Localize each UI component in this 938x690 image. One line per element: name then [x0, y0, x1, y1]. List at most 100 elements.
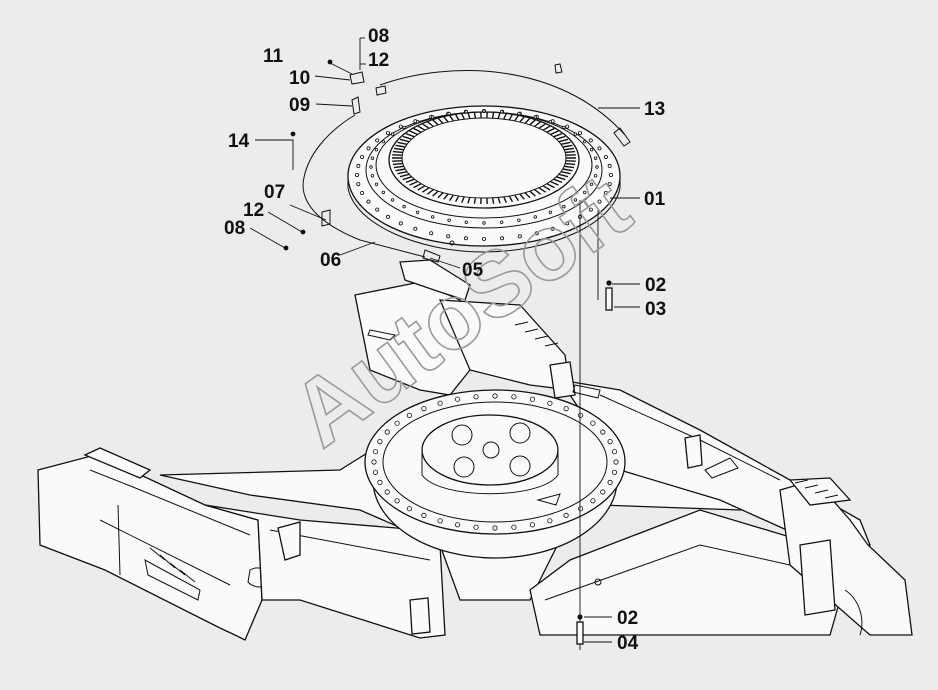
bolt-hole: [390, 132, 395, 136]
slewing-ring-bolt-holes: [354, 109, 614, 241]
bolt-hole: [377, 479, 383, 485]
bolt-hole: [415, 210, 420, 214]
bolt-hole: [482, 221, 486, 225]
bolt-hole: [447, 218, 451, 222]
bolt-hole: [375, 207, 380, 212]
bolt-hole: [573, 132, 578, 136]
lower-ring-bolt-holes: [371, 393, 619, 531]
bolt-hole: [517, 111, 521, 116]
bolt-hole: [589, 147, 594, 152]
bolt-hole: [547, 400, 553, 406]
bolt-hole: [370, 156, 375, 160]
bolt-hole: [593, 174, 598, 178]
bolt-hole: [481, 236, 486, 241]
bolt-hole: [565, 124, 570, 129]
bolt-hole: [429, 231, 434, 236]
bolt-hole: [356, 163, 361, 168]
bolt-hole: [398, 124, 403, 129]
bolt-hole: [454, 522, 461, 528]
bolt-hole: [607, 182, 612, 187]
bolt-hole: [611, 449, 618, 455]
bolt-hole: [482, 109, 486, 113]
bolt-hole: [366, 146, 371, 151]
bolt-hole: [377, 438, 383, 445]
bolt-hole: [381, 190, 385, 195]
bolt-hole: [583, 139, 587, 144]
bolt-hole: [534, 231, 539, 236]
bolt-hole: [613, 459, 619, 465]
bolt-hole: [371, 459, 377, 465]
bolt-hole: [366, 199, 371, 204]
bolt-hole: [375, 138, 380, 143]
callout-03: 03: [645, 299, 666, 320]
bolt-hole: [384, 489, 390, 495]
bolt-hole: [517, 218, 521, 222]
bolt-hole: [464, 109, 468, 114]
bolt-hole: [385, 214, 390, 219]
bolt-hole: [600, 489, 606, 495]
bolt-hole: [421, 405, 427, 412]
bolt-hole: [589, 182, 594, 186]
bolt-hole: [390, 198, 395, 202]
bolt-hole: [431, 115, 435, 119]
bolt-hole: [603, 190, 608, 195]
bolt-hole: [463, 236, 468, 241]
callout-06: 06: [320, 250, 341, 271]
bolt-hole: [563, 512, 569, 519]
bolt-hole: [415, 119, 420, 124]
callout-01: 01: [644, 189, 666, 210]
bolt-hole: [529, 396, 536, 402]
bolt-hole: [385, 131, 390, 136]
callout-07: 07: [264, 182, 285, 203]
bolt-hole: [607, 438, 613, 445]
bolt-hole: [500, 236, 505, 241]
bolt-hole: [372, 449, 379, 455]
bolt-hole: [437, 400, 443, 406]
callout-12-left: 12: [243, 200, 264, 221]
bolt-hole: [360, 190, 365, 195]
slewing-ring: [347, 105, 621, 253]
bolt-hole: [600, 429, 606, 435]
bolt-hole: [394, 498, 400, 504]
bolt-hole: [597, 199, 602, 204]
bolt-hole: [500, 109, 504, 114]
bolt-hole: [588, 207, 593, 212]
bolt-hole: [500, 220, 504, 224]
bolt-hole: [454, 396, 461, 402]
bolt-hole: [593, 156, 598, 160]
bolt-hole: [446, 234, 451, 239]
bolt-hole: [577, 506, 584, 512]
bolt-hole: [533, 115, 537, 119]
bolt-hole: [562, 125, 566, 130]
bolt-hole: [573, 198, 578, 202]
bolt-hole: [492, 393, 498, 399]
bolt-hole: [548, 210, 553, 214]
bolt-hole: [473, 394, 479, 400]
bolt-hole: [406, 412, 412, 418]
bolt-hole: [590, 498, 596, 504]
bolt-hole: [588, 138, 593, 143]
bolt-hole: [464, 220, 468, 224]
bolt-hole: [413, 226, 418, 231]
bolt-hole: [370, 174, 375, 178]
bolt-hole: [421, 512, 427, 519]
bolt-hole: [577, 412, 584, 418]
callout-05: 05: [462, 260, 484, 281]
bolt-hole: [563, 405, 569, 412]
bolt-hole: [437, 518, 443, 524]
callout-10: 10: [289, 68, 310, 89]
callout-08-top: 08: [368, 26, 389, 47]
bolt-hole: [356, 182, 361, 187]
gear-tooth-lines: [392, 111, 576, 205]
bolt-hole: [565, 221, 570, 226]
bolt-hole: [374, 182, 379, 186]
callout-12-top: 12: [368, 50, 389, 71]
lower-mounting-ring: [364, 389, 626, 559]
grease-line-assembly: [302, 63, 631, 263]
bolt-hole: [381, 139, 385, 144]
bolt-hole: [354, 172, 359, 177]
bolt-hole: [360, 154, 365, 159]
bolt-hole: [607, 479, 613, 485]
